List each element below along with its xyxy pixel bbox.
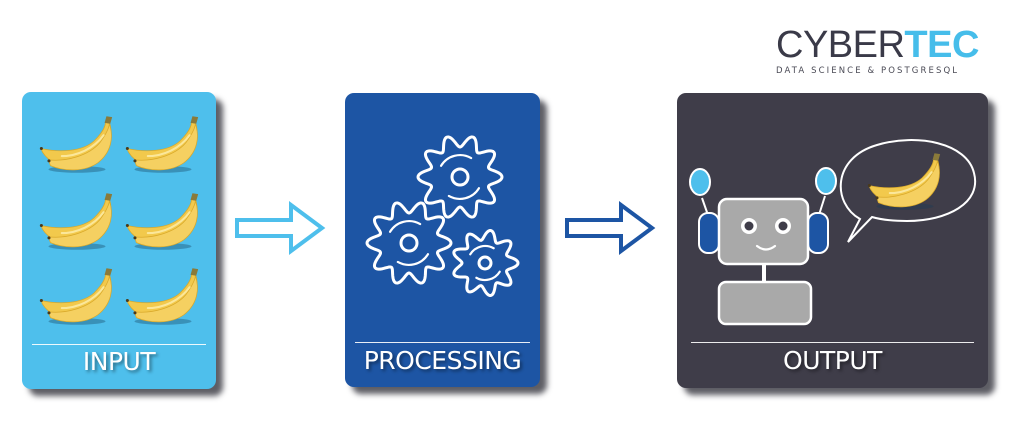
- gears-group: [365, 135, 520, 297]
- banana-icon: [867, 153, 941, 210]
- logo-text-cyber: CYBER: [776, 24, 905, 66]
- logo-text-tec: TEC: [904, 24, 979, 66]
- gear-icon: [452, 229, 520, 297]
- robot-smile: [755, 244, 777, 251]
- robot-antenna-right-bulb: [815, 167, 837, 195]
- robot-antenna-left-bulb: [689, 168, 711, 196]
- banana-icon: [39, 193, 113, 250]
- logo-tagline: DATA SCIENCE & POSTGRESQL: [776, 66, 960, 76]
- arrow-input-to-processing: [235, 201, 326, 255]
- banana-icon: [39, 268, 113, 325]
- cybertec-logo: CYBERTEC DATA SCIENCE & POSTGRESQL: [776, 26, 986, 76]
- gear-icon: [416, 135, 504, 219]
- processing-divider: [355, 342, 530, 343]
- robot-pupil-left: [744, 221, 754, 231]
- processing-label: PROCESSING: [363, 346, 522, 375]
- banana-icon: [125, 193, 199, 250]
- speech-bubble: [839, 139, 977, 243]
- output-divider: [691, 342, 974, 343]
- output-label: OUTPUT: [783, 346, 882, 375]
- input-label: INPUT: [82, 347, 156, 376]
- processing-card: PROCESSING: [345, 93, 540, 387]
- robot-pupil-right: [778, 221, 788, 231]
- bananas-group: [39, 116, 199, 325]
- output-banana-group: [867, 153, 941, 210]
- banana-icon: [125, 116, 199, 173]
- robot-neck: [762, 264, 766, 283]
- robot-illustration: [689, 139, 977, 326]
- input-divider: [32, 344, 206, 345]
- input-card: INPUT: [22, 92, 216, 389]
- arrow-right-icon: [565, 201, 656, 255]
- logo-wordmark: CYBERTEC: [776, 26, 986, 64]
- gear-icon: [365, 201, 453, 285]
- arrow-processing-to-output: [565, 201, 656, 255]
- robot-body: [717, 280, 813, 326]
- output-card: OUTPUT: [677, 93, 988, 388]
- arrow-right-icon: [235, 201, 326, 255]
- banana-icon: [125, 268, 199, 325]
- banana-icon: [39, 116, 113, 173]
